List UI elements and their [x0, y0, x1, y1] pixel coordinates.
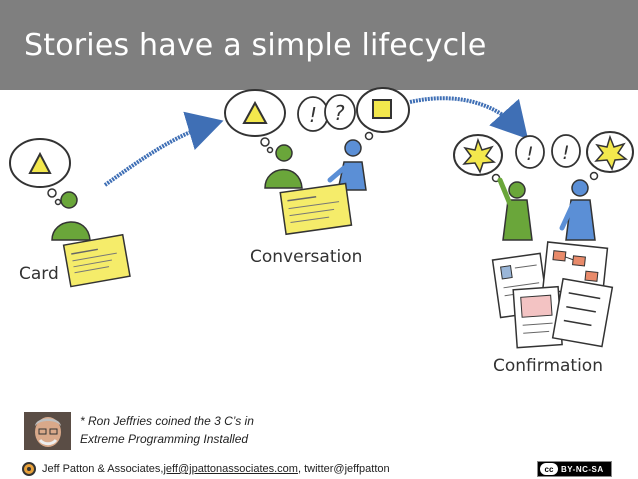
conversation-thought-bubble-triangle	[224, 89, 286, 154]
burst-icon	[462, 137, 497, 174]
conversation-speech-bubble-exclaim: !	[297, 96, 329, 132]
arrow-conversation-to-confirmation	[409, 96, 528, 139]
confirmation-person-blue	[559, 179, 596, 241]
cc-license-text: BY-NC-SA	[561, 464, 604, 474]
slide-title: Stories have a simple lifecycle	[24, 28, 487, 63]
svg-text:?: ?	[334, 101, 345, 125]
conversation-person-green	[264, 144, 303, 189]
confirmation-documents	[491, 241, 614, 349]
square-icon	[372, 99, 392, 119]
burst-icon	[594, 134, 629, 171]
author-photo	[24, 412, 71, 450]
conversation-speech-bubble-question: ?	[324, 94, 356, 130]
cc-icon: cc	[540, 463, 558, 475]
triangle-icon	[242, 100, 268, 124]
triangle-icon	[28, 151, 52, 174]
label-conversation: Conversation	[250, 247, 363, 267]
quote-line-1: * Ron Jeffries coined the 3 C’s in	[80, 414, 254, 428]
label-card: Card	[19, 264, 59, 284]
cc-license-badge[interactable]: cc BY-NC-SA	[537, 461, 612, 477]
confirmation-person-green	[497, 177, 533, 241]
conversation-person-blue	[327, 139, 367, 191]
jpa-logo-icon	[22, 462, 36, 476]
footer-prefix: Jeff Patton & Associates,	[42, 463, 164, 475]
svg-text:!: !	[562, 142, 570, 164]
attribution-quote: * Ron Jeffries coined the 3 C’s in Extre…	[80, 412, 254, 448]
label-confirmation: Confirmation	[493, 356, 603, 376]
card-thought-bubble	[9, 138, 71, 206]
confirmation-speech-bubble-exclaim-2: !	[551, 134, 581, 168]
footer-suffix: , twitter@jeffpatton	[297, 463, 390, 475]
slide-header: Stories have a simple lifecycle	[0, 0, 638, 90]
footer-email-link[interactable]: jeff@jpattonassociates.com	[163, 463, 298, 475]
confirmation-speech-bubble-exclaim-1: !	[515, 135, 545, 169]
arrow-card-to-conversation	[103, 111, 224, 187]
confirmation-thought-bubble-right	[586, 131, 634, 181]
svg-text:!: !	[526, 143, 534, 165]
svg-text:!: !	[309, 103, 317, 127]
story-card-2	[279, 182, 353, 236]
story-card-1	[62, 233, 131, 288]
quote-line-2: Extreme Programming Installed	[80, 432, 249, 446]
card-person	[51, 191, 91, 241]
confirmation-thought-bubble-left	[453, 134, 503, 183]
footer: Jeff Patton & Associates, jeff@jpattonas…	[22, 462, 390, 476]
conversation-thought-bubble-square	[356, 87, 410, 141]
